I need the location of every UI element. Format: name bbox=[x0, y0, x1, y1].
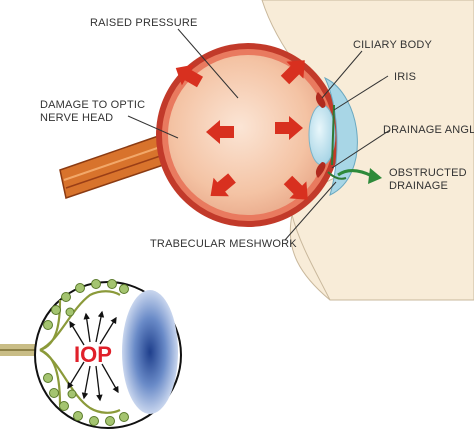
drainage-arrow bbox=[337, 169, 373, 178]
label-obstructed-line2: DRAINAGE bbox=[389, 180, 448, 192]
inset-ganglion-cells bbox=[43, 279, 129, 426]
eyelid-fold bbox=[291, 214, 331, 301]
pressure-arrow bbox=[206, 120, 234, 144]
inset-pressure-arrows bbox=[67, 310, 119, 402]
ciliary-body-bottom bbox=[315, 162, 326, 178]
eyeball-interior bbox=[168, 55, 328, 215]
iop-badge: IOP bbox=[74, 342, 112, 367]
ciliary-body-top bbox=[315, 92, 326, 108]
pressure-arrow bbox=[280, 60, 305, 85]
label-raised-pressure: RAISED PRESSURE bbox=[90, 17, 198, 29]
label-trabecular-meshwork: TRABECULAR MESHWORK bbox=[150, 238, 297, 250]
pressure-arrow bbox=[175, 64, 203, 88]
inset-lens bbox=[122, 290, 178, 414]
iop-inset: IOP bbox=[0, 279, 182, 429]
drainage-arrow-head bbox=[368, 168, 382, 184]
label-damage-line1: DAMAGE TO OPTIC bbox=[40, 99, 145, 111]
cornea bbox=[323, 76, 358, 196]
iris-edge bbox=[331, 104, 335, 166]
drainage-angle-mark bbox=[327, 171, 347, 180]
pressure-arrow bbox=[283, 175, 308, 200]
label-obstructed-line1: OBSTRUCTED bbox=[389, 167, 467, 179]
label-ciliary-body: CILIARY BODY bbox=[353, 39, 432, 51]
pressure-arrows bbox=[175, 60, 308, 200]
pressure-arrow bbox=[275, 116, 303, 140]
pressure-arrow bbox=[210, 173, 236, 197]
label-drainage-angle: DRAINAGE ANGLE bbox=[383, 124, 474, 136]
leader-lines bbox=[127, 28, 391, 241]
label-damage-line2: NERVE HEAD bbox=[40, 112, 113, 124]
label-iris: IRIS bbox=[394, 71, 416, 83]
lens bbox=[308, 104, 336, 166]
inset-nerve-fibers bbox=[39, 290, 121, 414]
